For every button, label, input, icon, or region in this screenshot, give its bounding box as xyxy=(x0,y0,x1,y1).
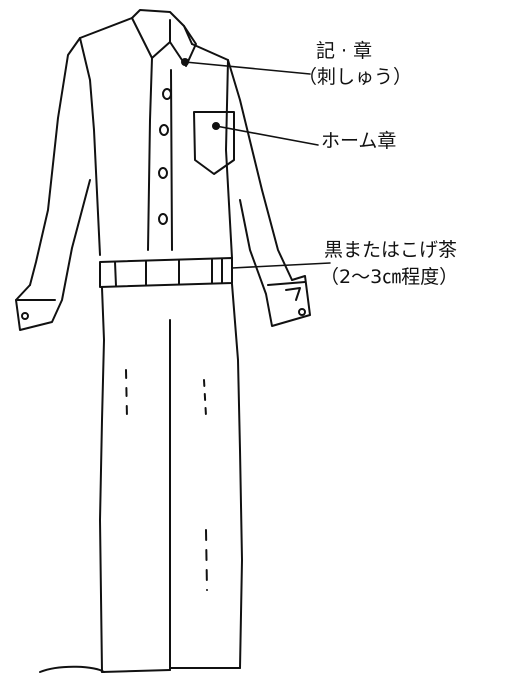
emblem-note: （刺しゅう） xyxy=(298,66,413,88)
belt xyxy=(99,257,233,288)
chest-pocket xyxy=(193,111,235,175)
shirt-buttons xyxy=(158,58,189,225)
cuff-button-right xyxy=(298,308,306,316)
trousers xyxy=(39,283,243,673)
leader-lines xyxy=(184,61,331,269)
cuff-button-left xyxy=(21,312,29,320)
collar xyxy=(131,9,197,67)
homeroom-badge-label: ホーム章 xyxy=(321,130,397,152)
emblem-label: 記 · 章 xyxy=(316,40,373,62)
left-sleeve xyxy=(15,179,91,331)
belt-color-label: 黒またはこげ茶 xyxy=(324,239,458,261)
right-sleeve xyxy=(239,199,311,327)
belt-width-note: （2～3㎝程度） xyxy=(320,266,459,288)
shirt-body xyxy=(29,17,293,286)
